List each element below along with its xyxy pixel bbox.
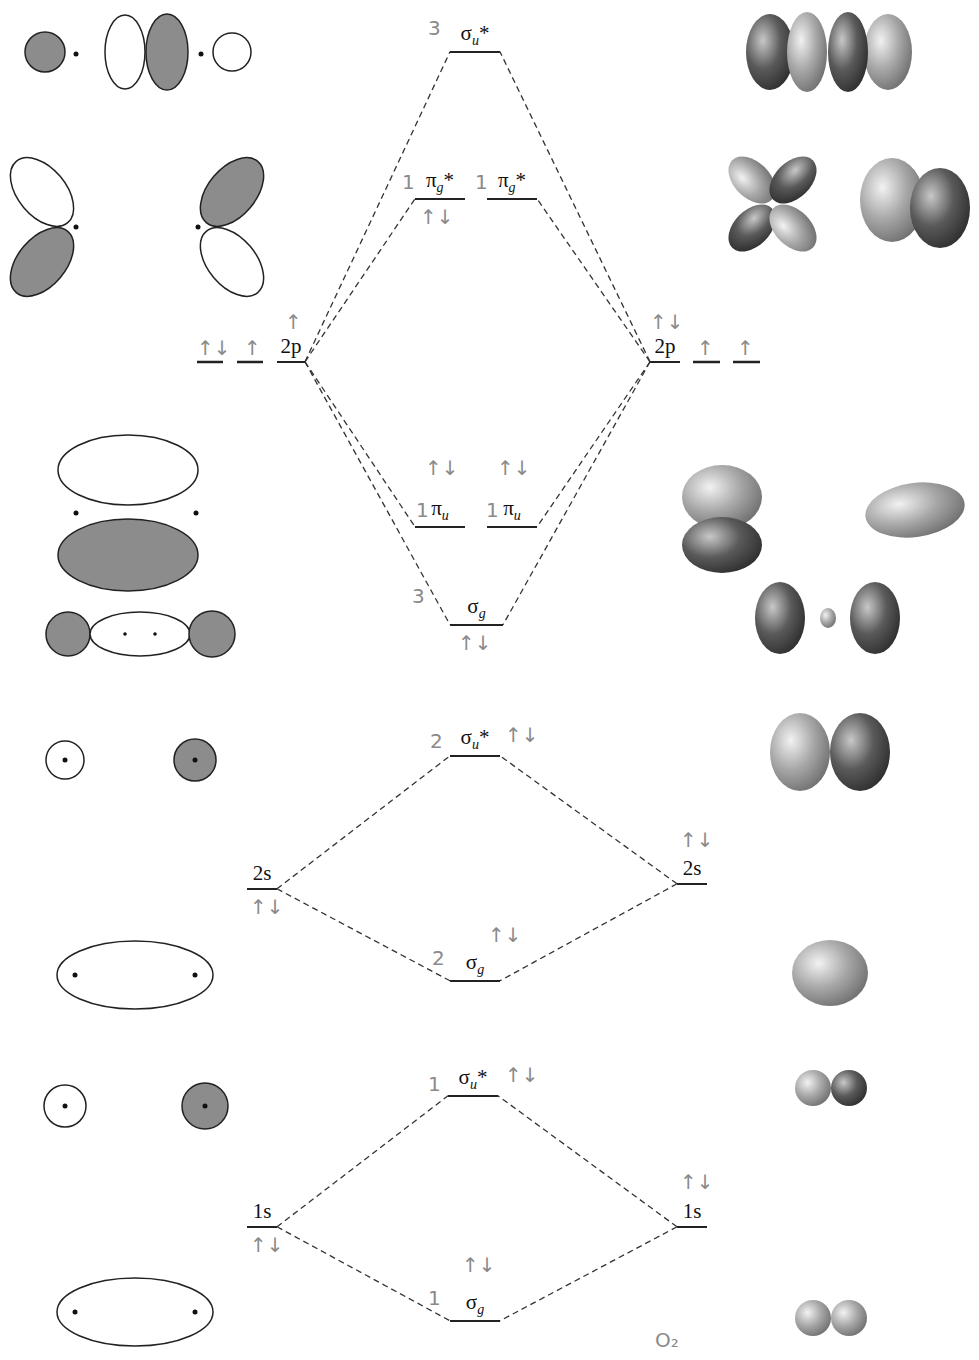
correlation-line bbox=[537, 199, 650, 362]
electron-label: ↑↓ bbox=[497, 458, 531, 478]
orbital-label: σg bbox=[466, 1291, 484, 1318]
correlation-line bbox=[500, 884, 677, 981]
energy-level: σg bbox=[450, 951, 500, 982]
electron-label: ↑ bbox=[737, 338, 754, 358]
handwritten-number: 1 bbox=[475, 172, 488, 192]
electron-label: ↑↓ bbox=[462, 1255, 496, 1275]
energy-level: 1s bbox=[247, 1200, 277, 1228]
electron-label: ↑↓ bbox=[458, 633, 492, 653]
energy-level: σg bbox=[450, 595, 503, 626]
correlation-line bbox=[277, 1227, 450, 1321]
energy-level: πg* bbox=[487, 169, 537, 200]
orbital-label: σu* bbox=[461, 22, 490, 49]
energy-level: 1s bbox=[677, 1200, 707, 1228]
energy-level: σg bbox=[450, 1291, 500, 1322]
correlation-line bbox=[503, 362, 650, 625]
correlation-line bbox=[500, 756, 677, 884]
orbital-label: πg* bbox=[498, 169, 526, 196]
handwritten-number: 2 bbox=[432, 948, 445, 968]
correlation-line bbox=[500, 1227, 677, 1321]
energy-level: 2s bbox=[247, 862, 277, 890]
energy-level: πg* bbox=[415, 169, 465, 200]
electron-label: ↑↓ bbox=[425, 458, 459, 478]
electron-label: ↑↓ bbox=[420, 207, 454, 227]
orbital-label: 2p bbox=[655, 335, 676, 358]
electron-label: ↑↓ bbox=[488, 925, 522, 945]
electron-label: ↑↓ bbox=[680, 1172, 714, 1192]
electron-label: ↑↓ bbox=[250, 897, 284, 917]
electron-label: ↑↓ bbox=[650, 312, 684, 332]
handwritten-number: 1 bbox=[428, 1074, 441, 1094]
energy-level: σu* bbox=[450, 22, 500, 53]
nucleus-dot bbox=[63, 52, 208, 1315]
orbital-label: σg bbox=[467, 595, 485, 622]
orbital-render bbox=[682, 12, 970, 1336]
orbital-label: 2p bbox=[281, 335, 302, 358]
electron-label: ↑ bbox=[697, 338, 714, 358]
electron-label: ↑↓ bbox=[505, 1065, 539, 1085]
orbital-label: σg bbox=[466, 951, 484, 978]
orbital-label: πu bbox=[503, 497, 521, 524]
orbital-label: 1s bbox=[253, 1200, 272, 1223]
electron-label: ↑ bbox=[244, 338, 261, 358]
electron-label: ↑↓ bbox=[250, 1235, 284, 1255]
correlation-line bbox=[305, 199, 415, 362]
energy-level: 2p bbox=[650, 335, 680, 363]
handwritten-number: 1 bbox=[428, 1288, 441, 1308]
orbital-label: 1s bbox=[683, 1200, 702, 1223]
electron-label: O₂ bbox=[655, 1330, 679, 1350]
electron-label: ↑↓ bbox=[505, 725, 539, 745]
correlation-line bbox=[305, 362, 450, 625]
energy-level: σu* bbox=[450, 726, 500, 757]
handwritten-number: 2 bbox=[430, 731, 443, 751]
orbital-label: σu* bbox=[459, 1066, 488, 1093]
orbital-label: πg* bbox=[426, 169, 454, 196]
orbital-label: 2s bbox=[253, 862, 272, 885]
energy-level: σu* bbox=[448, 1066, 498, 1097]
energy-level: 2s bbox=[677, 857, 707, 885]
energy-level: 2p bbox=[277, 335, 305, 363]
correlation-line bbox=[277, 889, 450, 981]
orbital-sketch bbox=[0, 14, 276, 1346]
handwritten-number: 1 bbox=[416, 500, 429, 520]
handwritten-number: 1 bbox=[486, 500, 499, 520]
correlation-line bbox=[277, 1096, 448, 1227]
correlation-line bbox=[305, 362, 415, 527]
handwritten-number: 3 bbox=[428, 18, 441, 38]
correlation-line bbox=[277, 756, 450, 889]
orbital-label: πu bbox=[431, 497, 449, 524]
electron-label: ↑ bbox=[285, 312, 302, 332]
correlation-line bbox=[500, 52, 650, 362]
correlation-line bbox=[537, 362, 650, 527]
orbital-label: σu* bbox=[461, 726, 490, 753]
electron-label: ↑↓ bbox=[197, 338, 231, 358]
handwritten-number: 1 bbox=[402, 172, 415, 192]
correlation-line bbox=[498, 1096, 677, 1227]
electron-label: ↑↓ bbox=[680, 830, 714, 850]
orbital-label: 2s bbox=[683, 857, 702, 880]
handwritten-number: 3 bbox=[412, 586, 425, 606]
